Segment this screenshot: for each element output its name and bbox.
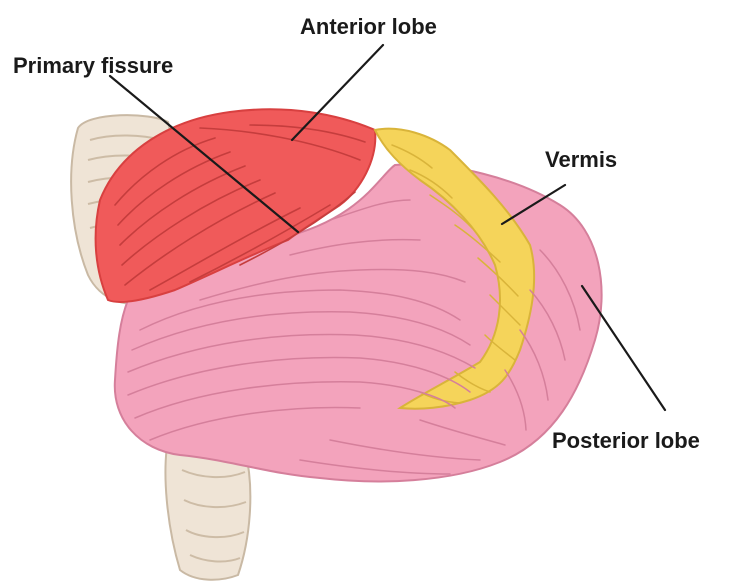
posterior-lobe-label: Posterior lobe bbox=[552, 428, 700, 453]
posterior-lobe-leader bbox=[582, 286, 665, 410]
primary-fissure-label: Primary fissure bbox=[13, 53, 173, 78]
anterior-lobe-label: Anterior lobe bbox=[300, 14, 437, 39]
vermis-label: Vermis bbox=[545, 147, 617, 172]
